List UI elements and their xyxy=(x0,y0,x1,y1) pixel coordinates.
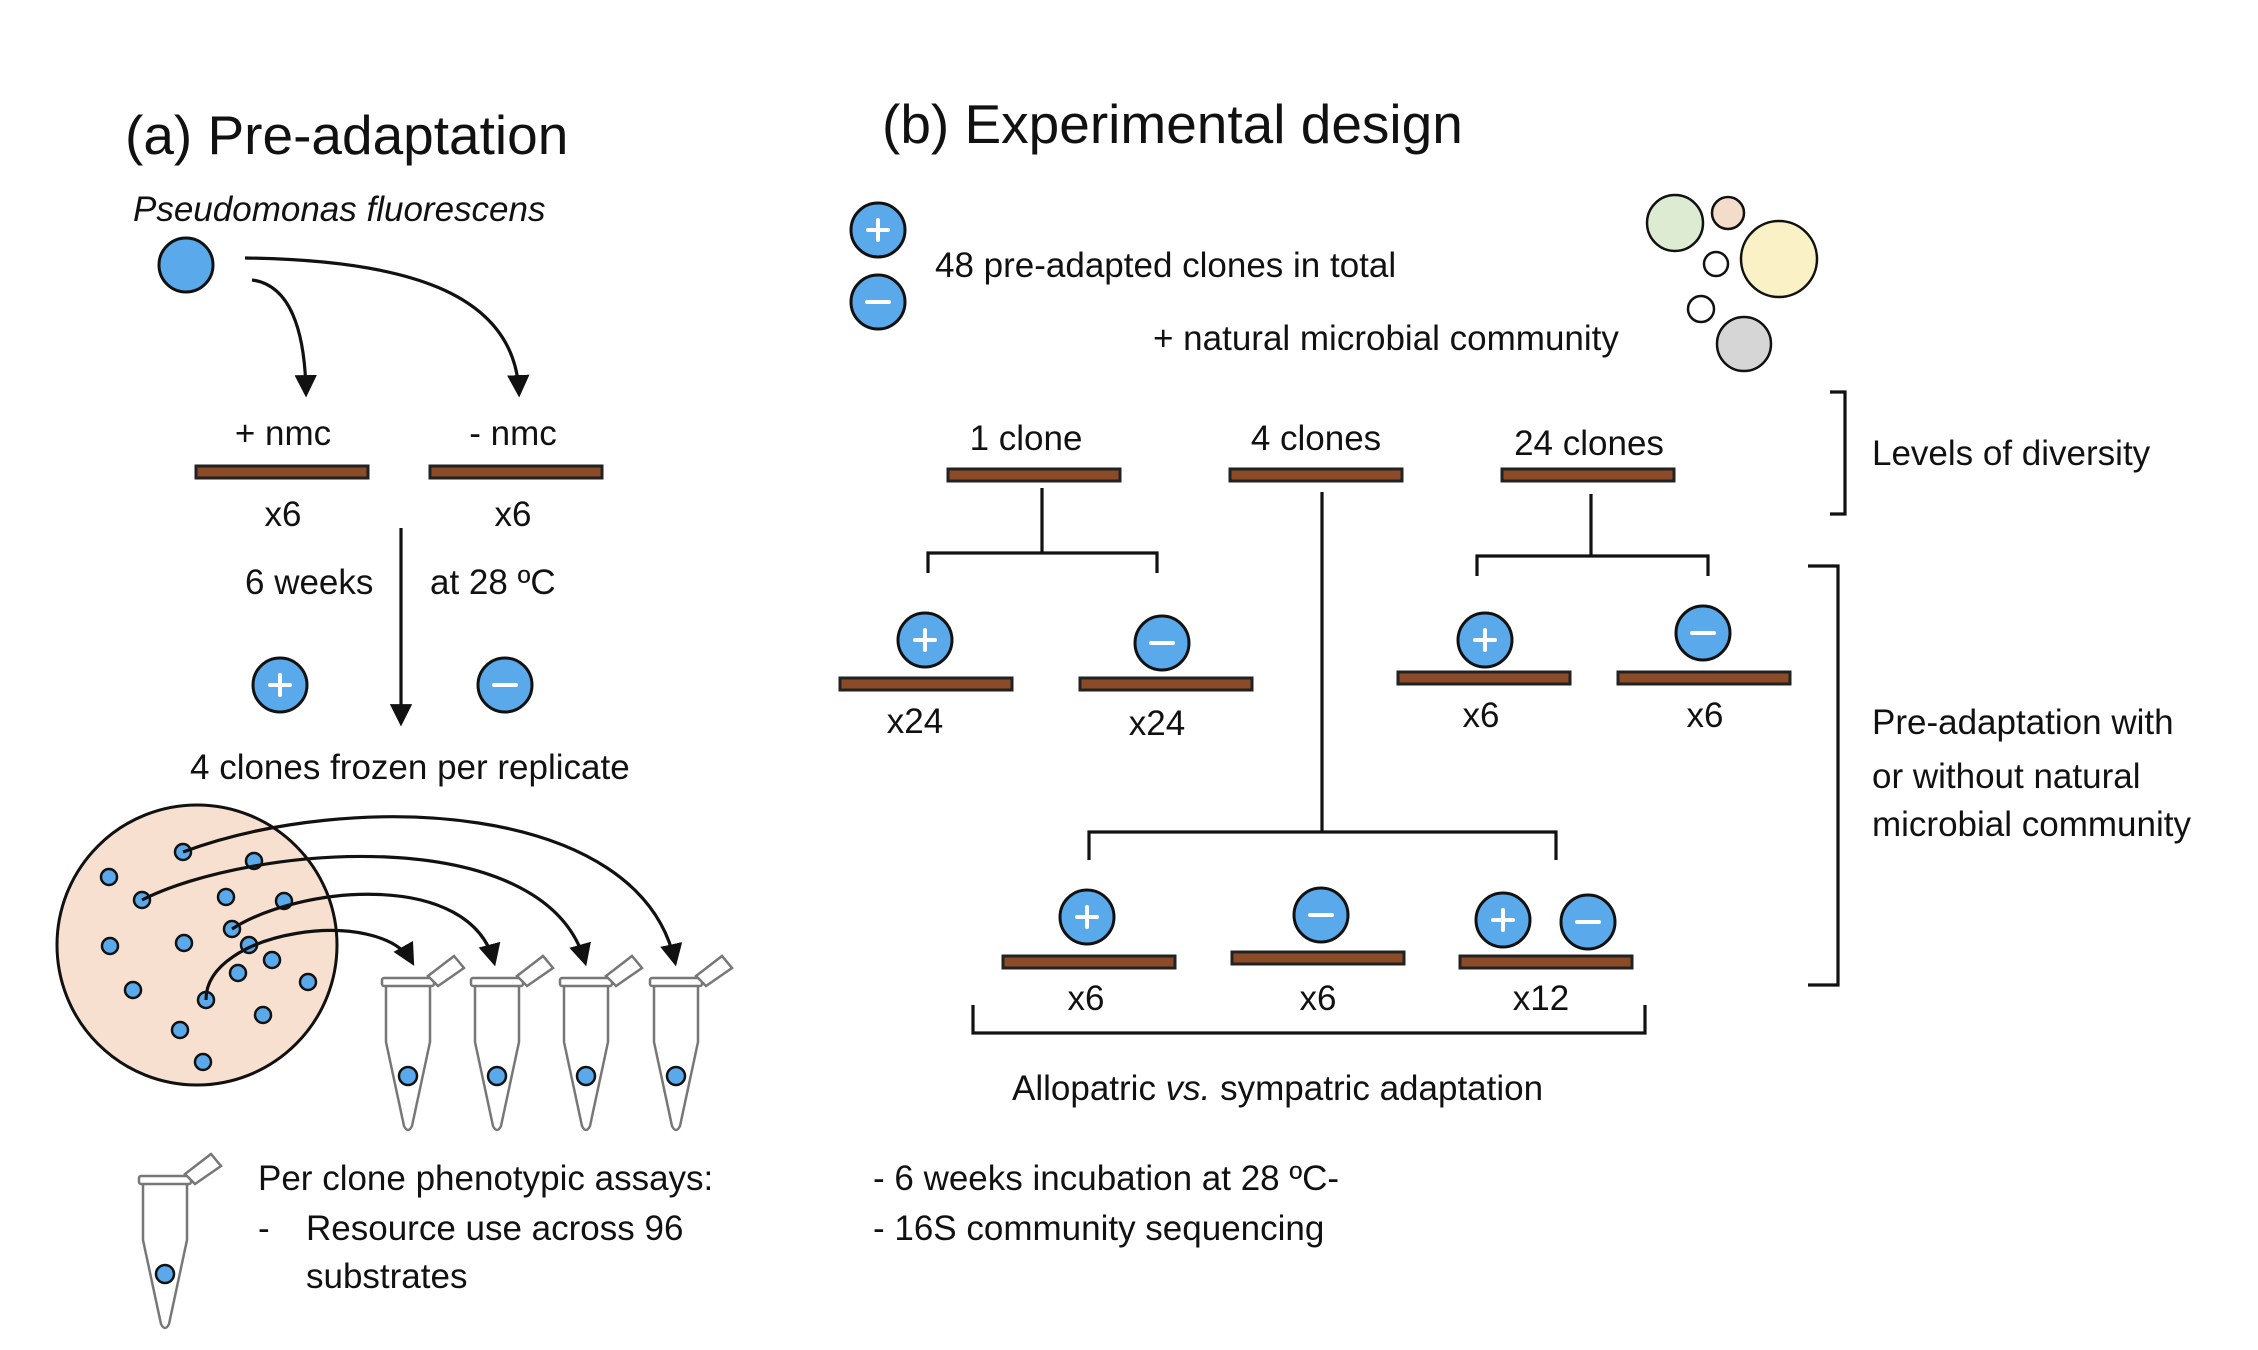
panel-a-title: (a) Pre-adaptation xyxy=(125,104,568,166)
allopatric-vs: vs. xyxy=(1166,1069,1211,1108)
community-label: + natural microbial community xyxy=(1153,319,1619,358)
brace-allopatric xyxy=(971,1005,1647,1035)
plate-minus-nmc xyxy=(428,464,604,480)
tube-icon xyxy=(558,954,644,1132)
minus-cell-icon xyxy=(1559,893,1617,951)
assays-item-line1: Resource use across 96 xyxy=(306,1209,683,1248)
community-bubbles-icon xyxy=(1645,193,1819,373)
plus-cell-icon xyxy=(849,201,907,259)
level-24-clones: 24 clones xyxy=(1514,424,1664,463)
plate-1clone-minus xyxy=(1078,676,1254,692)
treatment-plus-nmc-label: + nmc xyxy=(235,414,331,453)
count-4clones-minus: x6 xyxy=(1300,979,1337,1018)
tube-icon xyxy=(469,954,555,1132)
allopatric-prefix: Allopatric xyxy=(1012,1069,1166,1108)
frozen-note: 4 clones frozen per replicate xyxy=(190,748,630,787)
count-minus-nmc: x6 xyxy=(495,495,532,534)
count-1clone-minus: x24 xyxy=(1129,704,1185,743)
clones-total-label: 48 pre-adapted clones in total xyxy=(935,246,1396,285)
count-4clones-mixed: x12 xyxy=(1513,979,1569,1018)
count-24clones-minus: x6 xyxy=(1687,696,1724,735)
arrow-to-tube-2 xyxy=(231,892,501,967)
minus-cell-icon xyxy=(1292,886,1350,944)
tube-icon xyxy=(648,954,734,1132)
assay-tube-icon xyxy=(137,1152,223,1330)
assays-title: Per clone phenotypic assays: xyxy=(258,1159,713,1198)
brace-preadaptation xyxy=(1808,564,1840,987)
level-1-clone: 1 clone xyxy=(970,419,1083,458)
allopatric-suffix: sympatric adaptation xyxy=(1210,1069,1543,1108)
panel-b-title: (b) Experimental design xyxy=(882,93,1463,155)
plate-1clone-plus xyxy=(838,676,1014,692)
assays-bullet: - xyxy=(258,1209,270,1248)
arrow-to-minus-nmc xyxy=(244,256,530,398)
assays-item-line2: substrates xyxy=(306,1257,467,1296)
pseudomonas-cell-icon xyxy=(157,236,215,294)
count-24clones-plus: x6 xyxy=(1463,696,1500,735)
level-4-clones: 4 clones xyxy=(1251,419,1381,458)
brace-preadapt-line3: microbial community xyxy=(1872,805,2191,844)
allopatric-label: Allopatric vs. sympatric adaptation xyxy=(1012,1069,1543,1108)
plate-1-clone xyxy=(946,467,1122,483)
treatment-minus-nmc-label: - nmc xyxy=(469,414,557,453)
plus-cell-icon xyxy=(1474,891,1532,949)
plate-4clones-minus xyxy=(1230,950,1406,966)
tube-icon xyxy=(380,954,466,1132)
plus-cell-icon xyxy=(1058,888,1116,946)
tree-1-clone xyxy=(926,488,1159,573)
plus-cell-icon xyxy=(896,611,954,669)
temperature-label: at 28 ºC xyxy=(430,563,556,602)
brace-preadapt-line2: or without natural xyxy=(1872,757,2140,796)
count-plus-nmc: x6 xyxy=(265,495,302,534)
plus-cell-icon xyxy=(1456,611,1514,669)
minus-cell-icon xyxy=(1133,614,1191,672)
count-4clones-plus: x6 xyxy=(1068,979,1105,1018)
plate-24clones-plus xyxy=(1396,670,1572,686)
brace-preadapt-line1: Pre-adaptation with xyxy=(1872,703,2174,742)
plate-4clones-plus xyxy=(1001,954,1177,970)
plate-plus-nmc xyxy=(194,464,370,480)
minus-cell-icon xyxy=(1674,604,1732,662)
note-incubation: - 6 weeks incubation at 28 ºC- xyxy=(873,1159,1339,1198)
count-1clone-plus: x24 xyxy=(887,702,943,741)
arrow-to-tube-3 xyxy=(141,854,591,967)
arrow-to-tube-1 xyxy=(204,928,415,1001)
note-sequencing: - 16S community sequencing xyxy=(873,1209,1324,1248)
minus-cell-icon xyxy=(849,273,907,331)
plate-24clones-minus xyxy=(1616,670,1792,686)
plate-4-clones xyxy=(1228,467,1404,483)
brace-diversity-label: Levels of diversity xyxy=(1872,434,2151,473)
plus-cell-icon xyxy=(251,656,309,714)
arrow-to-plus-nmc xyxy=(251,278,317,398)
tree-24-clones xyxy=(1475,494,1710,576)
plate-4clones-mixed xyxy=(1458,954,1634,970)
plate-24-clones xyxy=(1500,467,1676,483)
duration-label: 6 weeks xyxy=(245,563,373,602)
minus-cell-icon xyxy=(476,656,534,714)
tree-4-clones xyxy=(1087,492,1558,860)
arrow-to-tube-4 xyxy=(182,815,683,967)
organism-label: Pseudomonas fluorescens xyxy=(133,190,545,229)
brace-diversity xyxy=(1830,390,1847,516)
